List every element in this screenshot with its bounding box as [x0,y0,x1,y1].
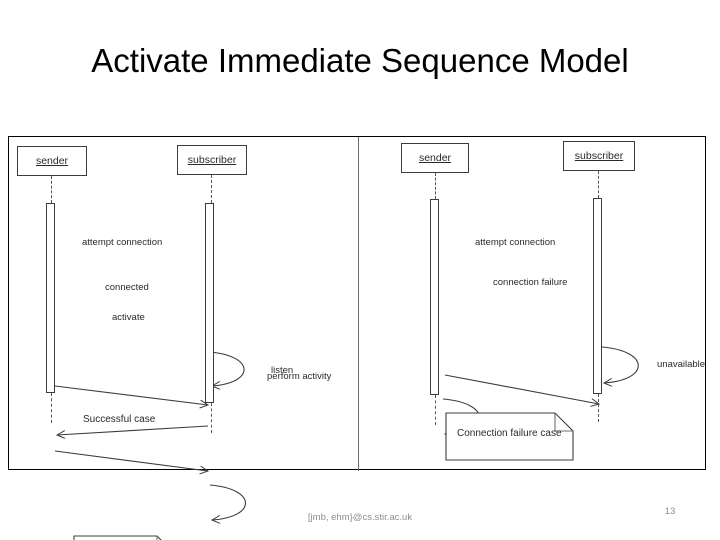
message-label-connected: connected [105,282,149,293]
lifeline-label: sender [418,152,452,164]
sequence-diagram-frame: sender subscriber listen attempt connect… [8,136,706,540]
lifeline-header-subscriber-left[interactable]: subscriber [177,145,247,175]
message-label-unavailable: unavailable [657,359,706,370]
lifeline-dash-subscriber-left [211,175,212,203]
lifeline-dash-sender-right [435,173,436,199]
message-label-attempt-connection-right: attempt connection [475,237,556,248]
message-label-attempt-connection-left: attempt connection [82,237,163,248]
lifeline-label: subscriber [574,150,624,162]
activation-bar-subscriber-right[interactable] [593,198,602,394]
activation-bar-sender-left[interactable] [46,203,55,393]
lifeline-dash-subscriber-right-tail [598,394,599,422]
lifeline-dash-subscriber-left-tail [211,403,212,433]
lifeline-dash-sender-left-tail [51,393,52,423]
activation-bar-subscriber-left[interactable] [205,203,214,403]
message-label-listen: listen [271,365,294,376]
message-label-connection-failure: connection failure [493,277,568,288]
message-label-perform-activity: perform activity [267,371,332,382]
page-title: Activate Immediate Sequence Model [91,42,629,79]
footer-email: [jmb, ehm}@cs.stir.ac.uk [307,512,413,523]
note-label-connection-failure-case: Connection failure case [457,428,562,439]
lifeline-dash-subscriber-right [598,171,599,198]
lifeline-header-subscriber-right[interactable]: subscriber [563,141,635,171]
activation-bar-sender-right[interactable] [430,199,439,395]
message-label-activate: activate [112,312,145,323]
lifeline-label: sender [35,155,69,167]
lifeline-header-sender-left[interactable]: sender [17,146,87,176]
lifeline-header-sender-right[interactable]: sender [401,143,469,173]
lifeline-label: subscriber [187,154,237,166]
lifeline-dash-sender-right-tail [435,395,436,425]
lifeline-dash-sender-left [51,176,52,203]
footer-page-number: 13 [664,506,676,517]
note-label-successful-case: Successful case [83,414,156,425]
panel-divider [358,137,359,471]
